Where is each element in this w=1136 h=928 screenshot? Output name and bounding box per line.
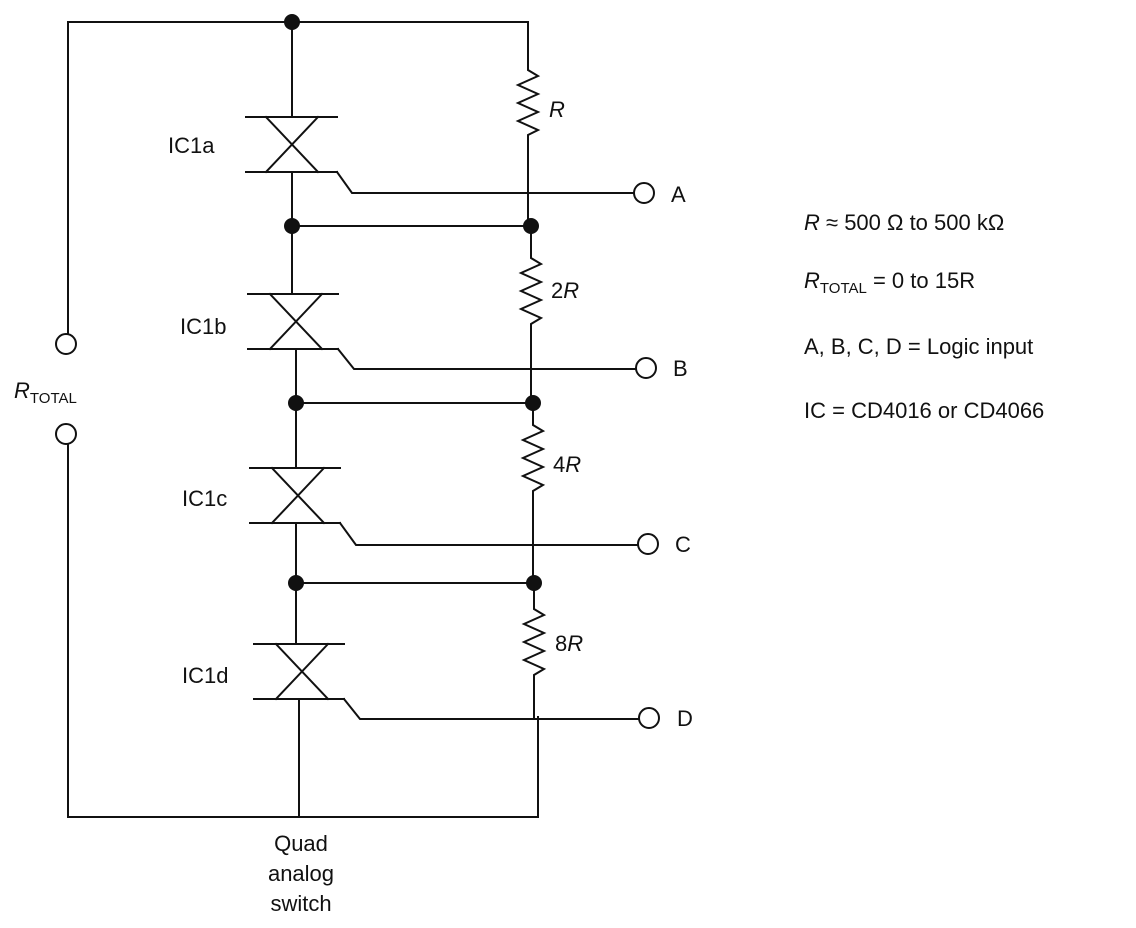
switch-ic1d: [253, 642, 648, 720]
rtotal-label: RTOTAL: [14, 378, 77, 407]
resistor-8r: [521, 582, 547, 818]
junction-dot-right-3: [526, 575, 542, 591]
switch-ic1c: [249, 466, 648, 546]
junction-dot-left-1: [284, 218, 300, 234]
switch-label-ic1a: IC1a: [168, 133, 215, 158]
note-r-range: R ≈ 500 Ω to 500 kΩ: [804, 210, 1004, 235]
input-label-d: D: [677, 706, 693, 731]
input-terminal-d: [638, 707, 660, 729]
junction-dot-right-1: [523, 218, 539, 234]
resistor-label-4r: 4R: [553, 452, 581, 477]
junction-dot-right-2: [525, 395, 541, 411]
input-label-c: C: [675, 532, 691, 557]
input-label-a: A: [671, 182, 686, 207]
switch-ic1b: [247, 292, 646, 370]
junction-dot-left-3: [288, 575, 304, 591]
note-logic-input: A, B, C, D = Logic input: [804, 334, 1033, 359]
input-label-b: B: [673, 356, 688, 381]
note-rtotal-range: RTOTAL = 0 to 15R: [804, 268, 975, 297]
resistor-2r: [518, 225, 544, 404]
switch-caption-line-2: analog: [268, 861, 334, 886]
input-terminal-a: [633, 182, 655, 204]
note-ic-type: IC = CD4016 or CD4066: [804, 398, 1044, 423]
input-terminal-c: [637, 533, 659, 555]
input-terminal-b: [635, 357, 657, 379]
junction-dot-top: [284, 14, 300, 30]
resistor-4r: [520, 402, 546, 584]
switch-caption-line-3: switch: [270, 891, 331, 916]
switch-label-ic1c: IC1c: [182, 486, 227, 511]
switch-caption-line-1: Quad: [274, 831, 328, 856]
resistor-r: [515, 64, 541, 227]
junction-dot-left-2: [288, 395, 304, 411]
rtotal-terminal-bottom: [55, 423, 77, 445]
switch-label-ic1b: IC1b: [180, 314, 226, 339]
resistor-label-2r: 2R: [551, 278, 579, 303]
resistor-label-8r: 8R: [555, 631, 583, 656]
switch-label-ic1d: IC1d: [182, 663, 228, 688]
rtotal-terminal-top: [55, 333, 77, 355]
resistor-label-r: R: [549, 97, 565, 122]
switch-ic1a: [245, 115, 646, 194]
